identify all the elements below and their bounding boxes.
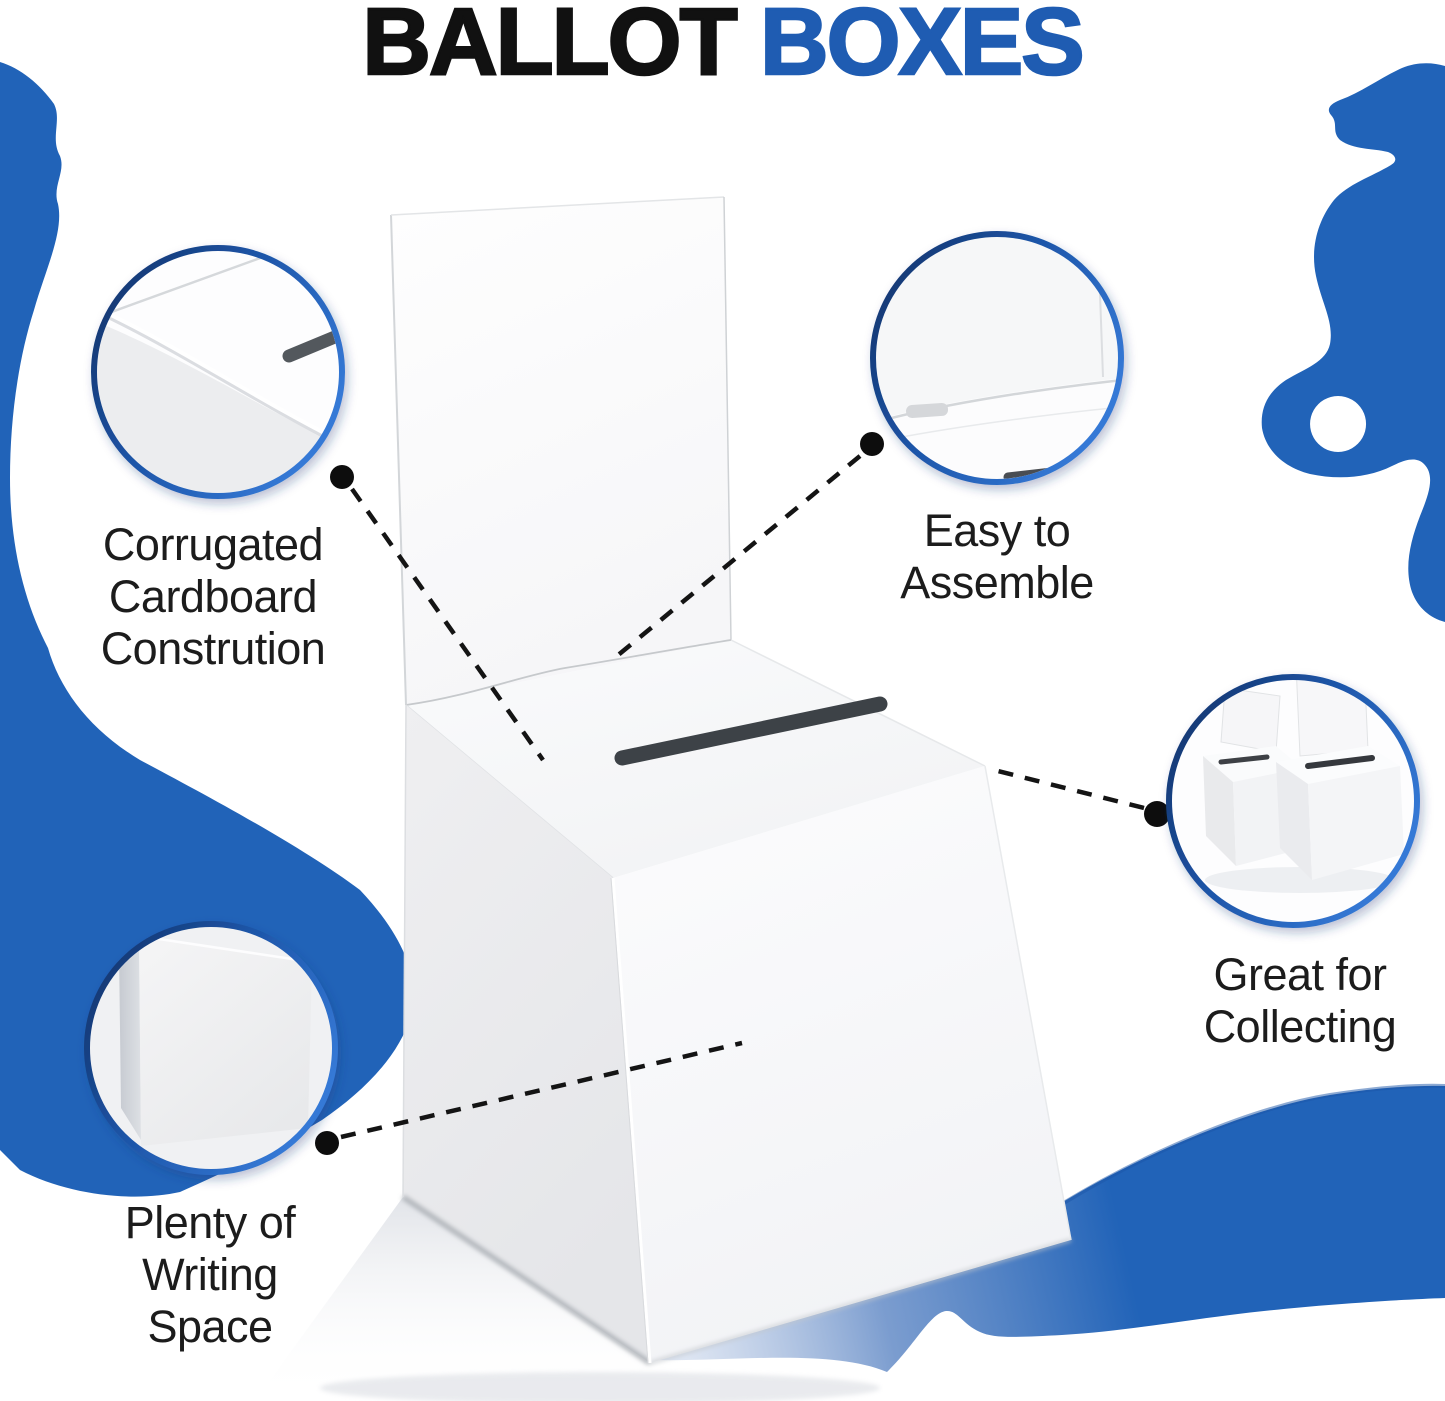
callout-label-easy-assemble: Easy to Assemble <box>900 505 1094 608</box>
box-right-face <box>613 766 1071 1363</box>
tab-icon <box>906 402 949 419</box>
title-word-boxes: BOXES <box>759 0 1086 95</box>
box-left-face-left-edge <box>402 704 407 1198</box>
ballot-box-3d <box>390 196 1072 1366</box>
slot-sliver-icon <box>282 327 339 363</box>
connector-writing <box>340 1040 743 1140</box>
writing-panel-icon <box>119 934 313 1146</box>
box-right-face-right-edge <box>984 765 1072 1241</box>
callout-dots <box>315 432 1170 1155</box>
callout-label-corrugated: Corrugated Cardboard Constrution <box>100 519 326 674</box>
box-left-face <box>403 705 650 1363</box>
callout-circle-collecting <box>1166 674 1420 928</box>
box-right-face-bottom-edge <box>649 1238 1072 1365</box>
page-title: BALLOT BOXES <box>0 0 1445 95</box>
floor-reflection-left <box>255 1197 650 1401</box>
connector-corrugated <box>350 487 545 762</box>
callout-circle-corrugated <box>91 245 345 499</box>
box-header-left-edge <box>390 214 407 706</box>
corrugated-closeup-icon <box>97 255 339 493</box>
callout-label-writing-space: Plenty of Writing Space <box>124 1197 296 1352</box>
callout-connectors <box>340 454 1145 1140</box>
box-fold-crease <box>405 639 732 706</box>
floor-shadow <box>320 1372 880 1401</box>
connector-collecting <box>989 766 1145 811</box>
dot-corrugated <box>330 465 354 489</box>
callout-circle-writing <box>84 921 338 1175</box>
dot-easy <box>860 432 884 456</box>
right-paint-splash <box>1261 63 1445 623</box>
mini-ballot-boxes-icon <box>1203 680 1404 893</box>
box-front-edge <box>611 877 652 1364</box>
title-word-ballot: BALLOT <box>361 0 760 95</box>
dot-writing <box>315 1131 339 1155</box>
left-paint-splash <box>0 62 414 1197</box>
box-left-face-bottom-shadow <box>401 1194 652 1366</box>
box-front-edge-shade <box>610 877 649 1364</box>
callout-label-collecting: Great for Collecting <box>1203 949 1397 1052</box>
callout-circle-easy <box>870 231 1124 485</box>
dot-collecting <box>1144 801 1170 827</box>
box-header-top-edge <box>390 196 725 216</box>
slot-icon <box>614 696 888 766</box>
box-header-panel <box>391 197 731 705</box>
wave-top-rim <box>1060 1083 1445 1206</box>
box-header-right-edge <box>723 196 732 641</box>
box-lid <box>406 640 985 878</box>
